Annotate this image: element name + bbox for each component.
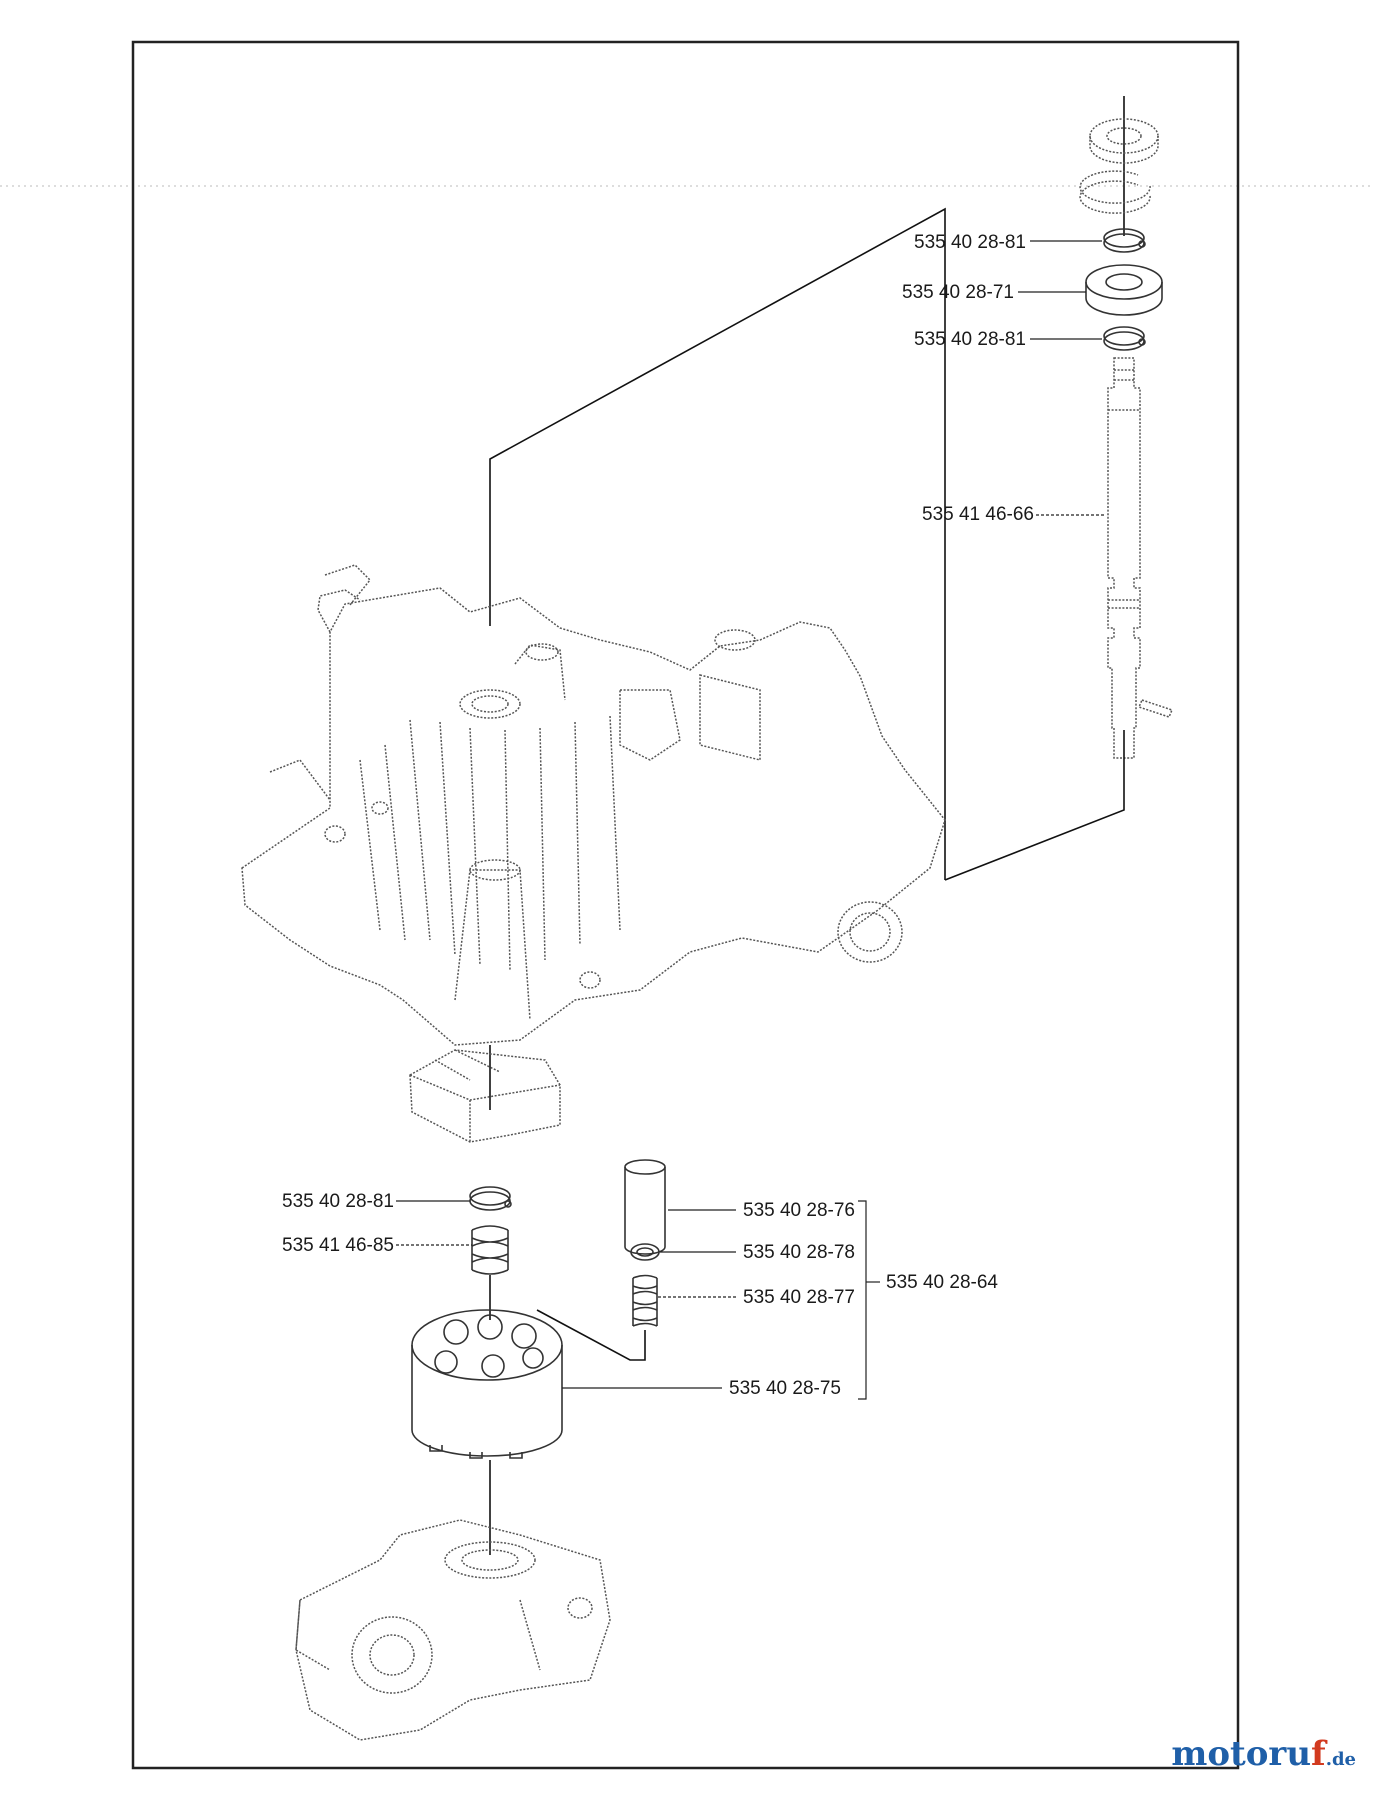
shaft-assembly <box>489 96 1174 881</box>
bearing-icon <box>1085 264 1163 316</box>
watermark-accent: f <box>1311 1734 1326 1774</box>
circlip-top-icon <box>1103 228 1146 253</box>
split-ring <box>1079 170 1151 214</box>
label-piston-kit: 535 40 28-64 <box>886 1272 998 1293</box>
label-cylinder-spring: 535 41 46-85 <box>282 1235 394 1256</box>
seal-ring <box>1089 118 1159 164</box>
label-washer: 535 40 28-78 <box>743 1242 855 1263</box>
shaft-icon <box>1107 357 1174 759</box>
watermark-logo: motoruf.de <box>1171 1734 1356 1774</box>
leader-lines <box>396 240 1104 1400</box>
washer-icon <box>630 1243 660 1261</box>
watermark-tld: .de <box>1325 1749 1356 1770</box>
label-bearing: 535 40 28-71 <box>902 282 1014 303</box>
cylinder-circlip-icon <box>469 1186 512 1211</box>
piston-kit <box>624 1159 666 1327</box>
cylinder-block-icon <box>411 1309 563 1459</box>
diagram-frame <box>131 40 1240 1770</box>
label-shaft: 535 41 46-66 <box>922 504 1034 525</box>
circlip-lower-icon <box>1103 326 1146 351</box>
piston-spring-icon <box>632 1274 658 1327</box>
label-circlip-shaft-top: 535 40 28-81 <box>914 232 1026 253</box>
cylinder-spring-icon <box>471 1225 509 1275</box>
transmission-housing <box>241 564 946 1046</box>
center-section-housing <box>295 1460 611 1741</box>
label-piston: 535 40 28-76 <box>743 1200 855 1221</box>
swashplate-block <box>409 1045 561 1143</box>
watermark-main: motoru <box>1171 1734 1312 1774</box>
label-circlip-shaft-bottom: 535 40 28-81 <box>914 329 1026 350</box>
cylinder-parts <box>411 1186 646 1459</box>
label-circlip-cylinder: 535 40 28-81 <box>282 1191 394 1212</box>
piston-icon <box>624 1159 666 1255</box>
label-piston-spring: 535 40 28-77 <box>743 1287 855 1308</box>
label-cylinder-block: 535 40 28-75 <box>729 1378 841 1399</box>
